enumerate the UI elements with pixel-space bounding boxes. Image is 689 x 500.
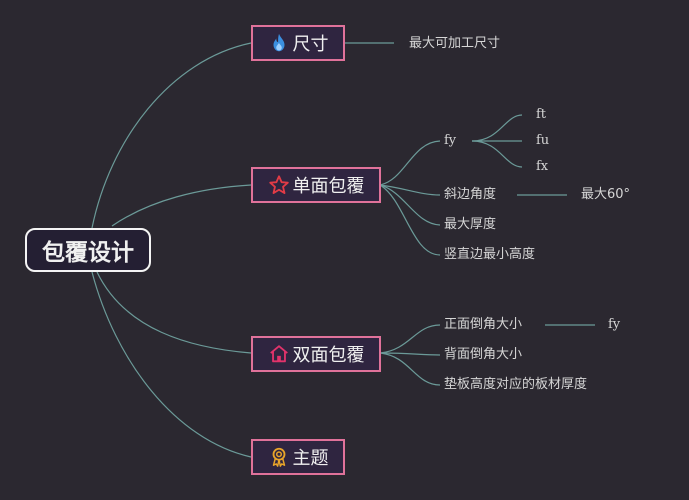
star-icon <box>268 174 290 196</box>
leaf-min-vertical-height[interactable]: 竖直边最小高度 <box>444 247 536 262</box>
leaf-back-chamfer[interactable]: 背面倒角大小 <box>444 347 523 362</box>
link-root-size <box>91 42 252 229</box>
leaf-bevel-angle[interactable]: 斜边角度 <box>444 187 497 202</box>
leaf-pad-thickness[interactable]: 垫板高度对应的板材厚度 <box>444 377 588 392</box>
link-fy-ft <box>471 114 523 142</box>
link-root-theme <box>91 271 252 458</box>
branch-double-label: 双面包覆 <box>292 345 365 366</box>
link-single-height <box>379 184 441 256</box>
link-single-fy <box>379 140 441 186</box>
leaf-front-fy[interactable]: fy <box>608 317 621 332</box>
branch-theme[interactable]: 主题 <box>251 439 345 475</box>
leaf-max-thickness[interactable]: 最大厚度 <box>444 217 497 232</box>
link-double-front <box>379 324 441 354</box>
link-fy-fx <box>471 140 523 168</box>
root-topic[interactable]: 包覆设计 <box>25 228 151 272</box>
link-double-pad <box>379 352 441 386</box>
root-topic-label: 包覆设计 <box>42 240 134 266</box>
branch-single[interactable]: 单面包覆 <box>251 167 381 203</box>
leaf-ft[interactable]: ft <box>536 107 547 122</box>
branch-double[interactable]: 双面包覆 <box>251 336 381 372</box>
branch-single-label: 单面包覆 <box>292 176 365 197</box>
branch-size[interactable]: 尺寸 <box>251 25 345 61</box>
link-single-thickness <box>379 184 441 226</box>
flame-icon <box>268 32 290 54</box>
leaf-front-chamfer[interactable]: 正面倒角大小 <box>444 317 523 332</box>
leaf-max-60[interactable]: 最大60° <box>581 187 631 202</box>
leaf-max-size[interactable]: 最大可加工尺寸 <box>409 36 501 51</box>
link-root-double <box>96 271 252 354</box>
link-single-angle <box>379 184 441 196</box>
link-double-back <box>379 352 441 356</box>
leaf-fy[interactable]: fy <box>444 133 457 148</box>
link-root-single <box>111 184 252 227</box>
leaf-fu[interactable]: fu <box>536 133 550 148</box>
branch-theme-label: 主题 <box>292 448 329 469</box>
award-ribbon-icon <box>268 446 290 468</box>
home-icon <box>268 343 290 365</box>
branch-size-label: 尺寸 <box>292 34 329 55</box>
leaf-fx[interactable]: fx <box>536 159 549 174</box>
